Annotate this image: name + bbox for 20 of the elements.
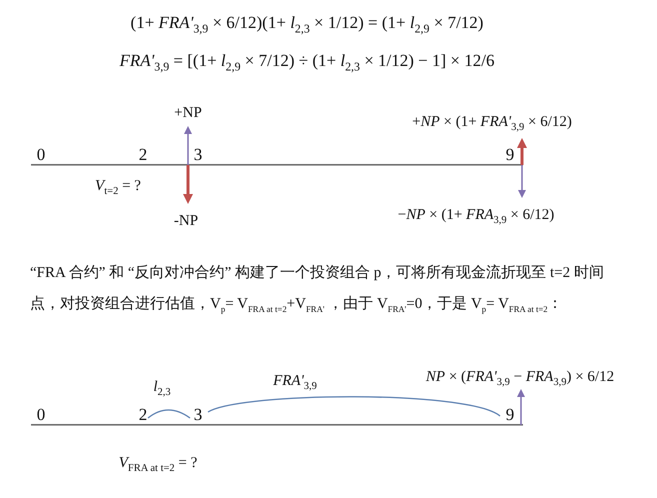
tick-label: 2 [138,404,148,426]
cash-flow-label: NP × (FRA'$_{3,9}$ − FRA$_{3,9}$) × 6/12 [426,368,614,390]
tick-label: 0 [36,404,46,426]
tick-label: 0 [36,144,46,166]
value-label: V$_{FRA at t=2}$ = ? [118,454,198,476]
rate-label: l$_{2,3}$ [153,378,171,400]
tick-label: 9 [506,404,514,426]
formula: (1+ FRA'$_{3,9}$ × 6/12)(1+ l$_{2,3}$ × 1/12) = (1+ l$_{2,9}$ × 7/12) [130,12,484,36]
cash-flow-label: +NP × (1+ FRA'$_{3,9}$ × 6/12) [412,113,572,134]
tick-label: 3 [194,404,202,426]
tick-label: 2 [138,144,148,166]
tick-label: 3 [194,144,202,166]
rate-label: FRA'$_{3,9}$ [273,372,317,394]
cash-flow-label: −NP × (1+ FRA$_{3,9}$ × 6/12) [398,206,554,228]
value-label: V$_{t=2}$ = ? [95,177,141,198]
formula: FRA'$_{3,9}$ = [(1+ l$_{2,9}$ × 7/12) ÷ (1+ l$_{2,3}$ × 1/12) − 1] × 12/6 [120,50,494,74]
cash-flow-label: -NP [174,212,198,231]
cash-flow-label: +NP [174,104,202,123]
tick-label: 9 [506,144,514,166]
paragraph: “FRA 合约” 和 “反向对冲合约” 构建了一个投资组合 p，可将所有现金流折现至 t=2 时间点，对投资组合进行估值，V$_{p}$= V$_{FRA at t=2}$+V$_{FRA'}$ ，由于 V$_{FRA'}$=0，于是 V$_{p}$= V$_{FRA at t=2}$： [30,263,605,316]
